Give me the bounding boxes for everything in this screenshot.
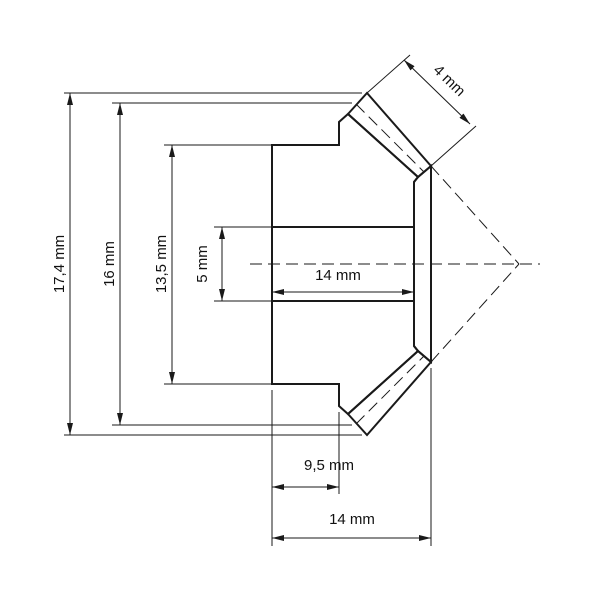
extension-lines [64,54,477,546]
pitch-diameter-label: 16 mm [101,241,118,287]
gear-body-lower [271,300,420,416]
gear-section [250,91,540,437]
hub-diameter-label: 13,5 mm [153,235,170,293]
gear-body-upper [271,112,420,228]
hub-length-label: 9,5 mm [304,457,354,474]
bore-length-label: 14 mm [315,267,361,284]
tooth-upper [346,91,433,179]
dimension-lines [67,59,471,541]
tooth-lower [346,349,433,437]
outer-diameter-label: 17,4 mm [51,235,68,293]
face-width-label: 4 mm [430,62,469,100]
cone-line [430,165,520,265]
bore-diameter-label: 5 mm [194,245,211,283]
total-length-label: 14 mm [329,511,375,528]
